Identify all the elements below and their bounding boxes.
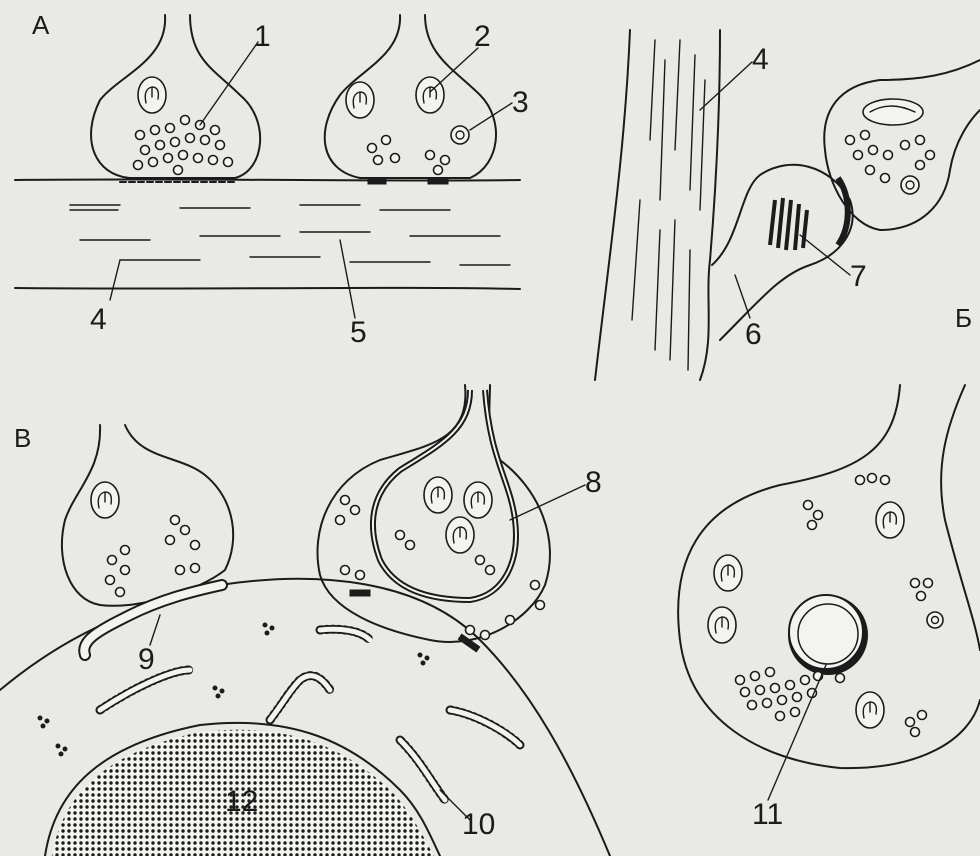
dendritic-spine — [712, 165, 853, 340]
spine-apparatus — [770, 198, 807, 250]
panel-a-terminal-2 — [325, 15, 496, 184]
panel-v-terminal — [678, 385, 980, 768]
panel-letter-a: A — [32, 12, 49, 38]
callout-7: 7 — [850, 262, 867, 292]
panel-letter-v: Б — [955, 305, 972, 331]
callout-6: 6 — [745, 320, 762, 350]
panel-a-dendrite-vertical — [595, 30, 720, 380]
panel-letter-b: B — [14, 425, 31, 451]
panel-b-terminal-1 — [62, 425, 233, 655]
callout-5: 5 — [350, 318, 367, 348]
callout-9: 9 — [138, 645, 155, 675]
callout-12: 12 — [225, 787, 258, 817]
panel-b-soma — [0, 579, 610, 856]
callout-4b: 4 — [752, 45, 769, 75]
synaptic-vesicle-cluster — [134, 116, 233, 175]
dense-core-vesicle — [788, 595, 868, 675]
callout-8: 8 — [585, 468, 602, 498]
callout-10: 10 — [462, 810, 495, 840]
panel-a-dendrite — [15, 179, 520, 289]
callout-1: 1 — [254, 22, 271, 52]
callout-2: 2 — [474, 22, 491, 52]
callout-4a: 4 — [90, 305, 107, 335]
panel-a-terminal-1 — [91, 15, 260, 182]
callout-11: 11 — [752, 800, 783, 830]
leader-lines — [110, 42, 850, 820]
callout-3: 3 — [512, 88, 529, 118]
